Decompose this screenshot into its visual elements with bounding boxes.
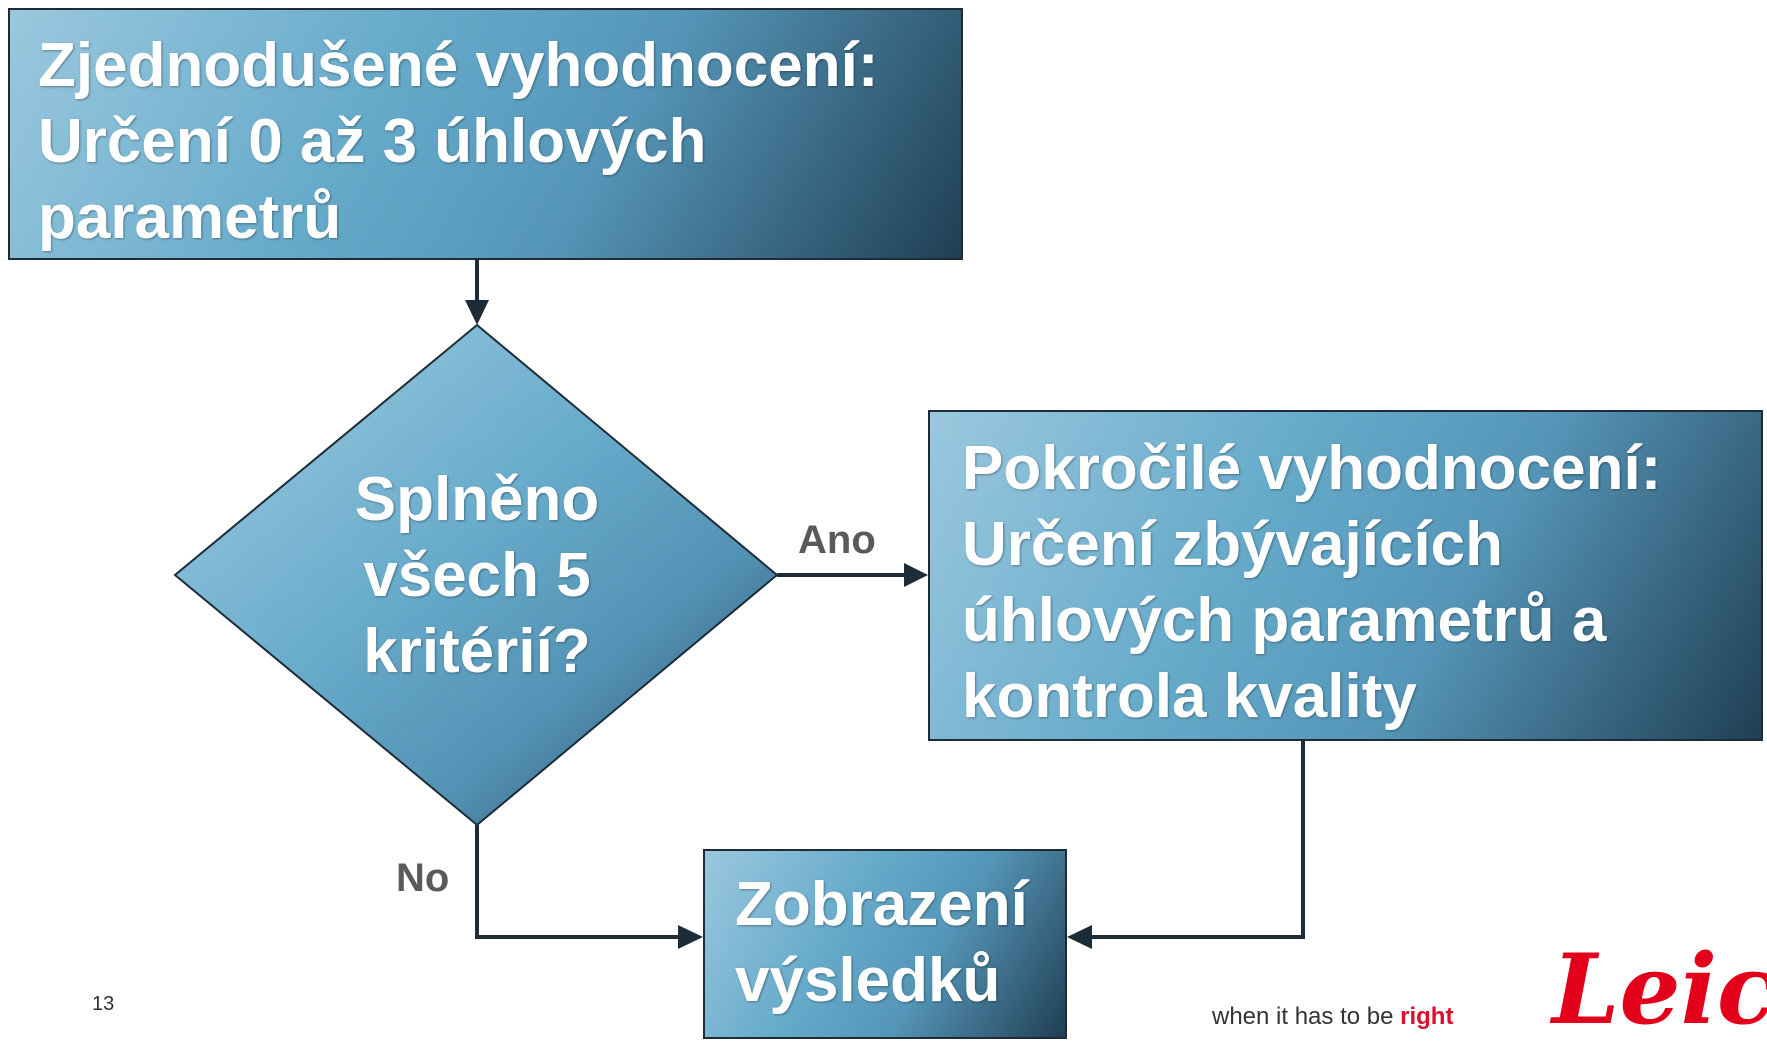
arrow-decision-to-advanced xyxy=(777,563,928,587)
node-text-line: Určení 0 až 3 úhlových xyxy=(38,107,707,176)
tagline-accent: right xyxy=(1400,1003,1454,1030)
page-number: 13 xyxy=(92,993,115,1015)
node-text-line: výsledků xyxy=(735,946,1001,1015)
arrow-simple-to-decision xyxy=(465,260,489,325)
diagram-connectors xyxy=(173,260,1305,949)
results-display-node: Zobrazení výsledků xyxy=(703,849,1067,1039)
decision-node-text: Splněno všech 5 kritérií? xyxy=(327,462,627,690)
simple-evaluation-node: Zjednodušené vyhodnocení: Určení 0 až 3 … xyxy=(8,8,963,260)
arrow-advanced-to-results xyxy=(1067,741,1305,949)
leica-logo: Leica xyxy=(1552,933,1767,1046)
decision-text-line: kritérií? xyxy=(363,617,591,686)
arrow-decision-to-results xyxy=(475,825,703,949)
decision-text-line: Splněno xyxy=(354,465,600,534)
node-text-line: úhlových parametrů a xyxy=(962,586,1607,655)
node-text-line: Pokročilé vyhodnocení: xyxy=(962,434,1662,503)
node-text-line: Zjednodušené vyhodnocení: xyxy=(38,31,879,100)
node-text-line: kontrola kvality xyxy=(962,662,1417,731)
decision-text-line: všech 5 xyxy=(363,541,591,610)
yes-edge-label: Ano xyxy=(798,518,876,562)
node-text-line: Zobrazení xyxy=(735,870,1028,939)
brand-tagline: when it has to be right xyxy=(1212,1003,1453,1031)
no-edge-label: No xyxy=(396,856,450,900)
advanced-evaluation-node: Pokročilé vyhodnocení: Určení zbývajícíc… xyxy=(928,410,1763,741)
node-text-line: Určení zbývajících xyxy=(962,510,1504,579)
tagline-text: when it has to be xyxy=(1212,1003,1401,1030)
node-text-line: parametrů xyxy=(38,183,342,252)
